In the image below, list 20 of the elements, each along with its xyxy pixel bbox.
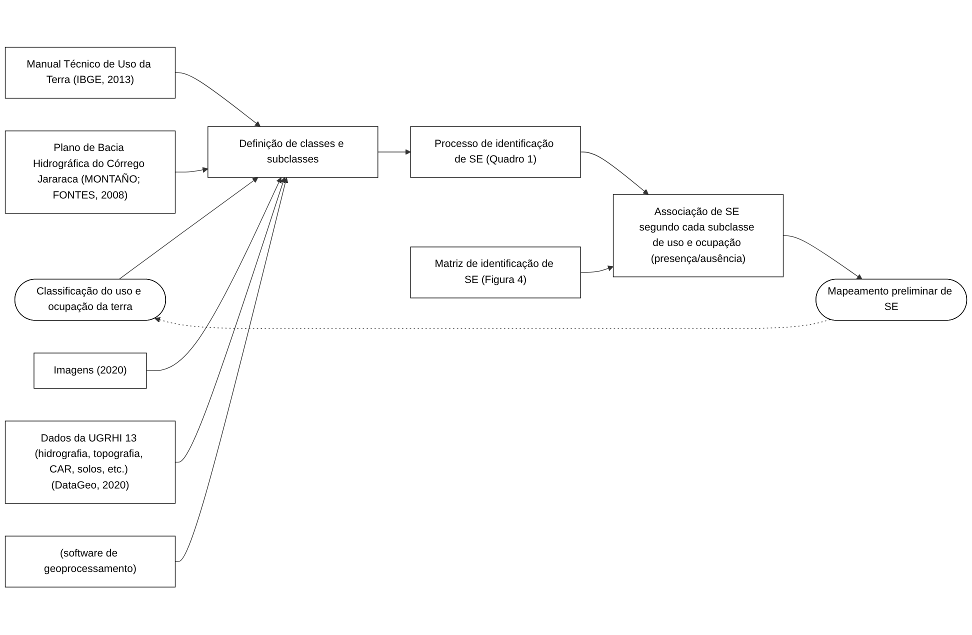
node-box: Associação de SE segundo cada subclasse de uso e ocupação (presença/ausência) [612, 194, 784, 278]
node-box: Imagens (2020) [34, 353, 147, 389]
node-box: Processo de identificação de SE (Quadro 1) [410, 126, 581, 178]
arrow [118, 178, 258, 280]
arrow [580, 266, 614, 274]
node-box: Matriz de identificação de SE (Figura 4) [410, 246, 581, 299]
arrow [146, 178, 282, 372]
arrow [174, 72, 261, 128]
node-box: (software de geoprocessamento) [4, 536, 176, 588]
arrow [782, 236, 862, 280]
node-box: Manual Técnico de Uso da Terra (IBGE, 2013) [4, 47, 176, 99]
arrow [174, 178, 288, 562]
arrow [580, 152, 649, 196]
arrow [378, 149, 411, 156]
arrow [174, 178, 286, 463]
node-box: Definição de classes e subclasses [208, 126, 378, 178]
arrow [154, 317, 830, 330]
arrow [174, 167, 208, 174]
node-box: Dados da UGRHI 13 (hidrografia, topografia, CAR, solos, etc.) (DataGeo, 2020) [4, 421, 176, 504]
node-box: Plano de Bacia Hidrográfica do Córrego Jararaca (MONTAÑO; FONTES, 2008) [4, 130, 176, 214]
